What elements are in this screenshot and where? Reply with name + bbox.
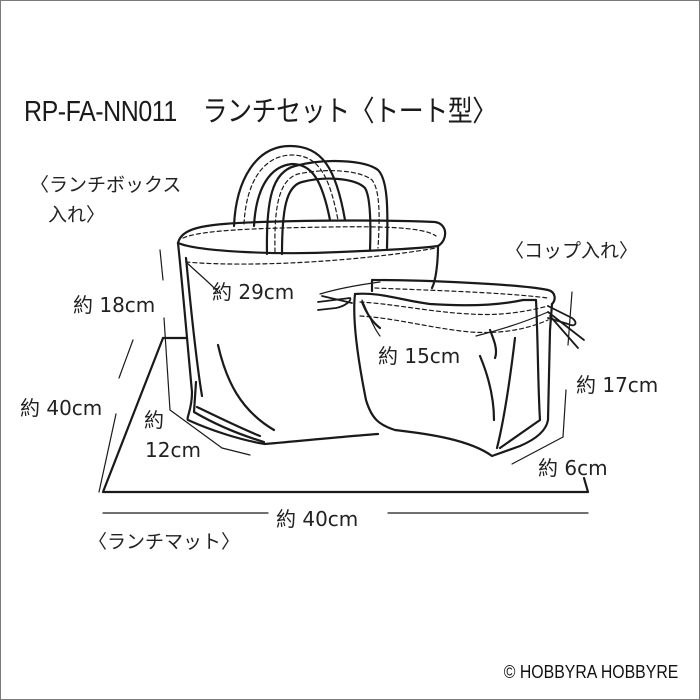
tote-body: [176, 241, 380, 446]
cup-bag-body: [353, 292, 554, 458]
copyright-notice: © HOBBYRA HOBBYRE: [503, 662, 678, 682]
lunch-box-bag-depth-line1: 約: [144, 408, 164, 432]
cup-bag-label: 〈コップ入れ〉: [505, 240, 639, 262]
tote-front-handle: [265, 159, 389, 256]
cup-bag-top: [370, 278, 556, 306]
lunch-box-bag-label-line1: 〈ランチボックス: [30, 174, 182, 196]
drawstring-left: [317, 295, 353, 311]
lunch-mat-label: 〈ランチマット〉: [88, 531, 241, 553]
lunch-box-bag-label-line2: 入れ〉: [48, 204, 106, 226]
lunch-box-bag-width: 約 29cm: [212, 280, 295, 304]
lunch-box-bag-height: 約 18cm: [73, 293, 156, 317]
lunch-box-bag-depth-line2: 12cm: [145, 438, 201, 462]
lunch-mat-width: 約 40cm: [276, 507, 359, 531]
page-title: RP-FA-NN011 ランチセット〈トート型〉: [24, 88, 497, 130]
product-code: RP-FA-NN011: [24, 96, 177, 128]
dimension-lines: [98, 249, 589, 514]
drawstring-right: [547, 305, 585, 349]
tote-back-handle: [232, 144, 347, 228]
lunch-mat-outline: [101, 336, 590, 494]
product-name: ランチセット〈トート型〉: [202, 96, 498, 128]
tote-rim: [176, 219, 447, 248]
cup-bag-width: 約 15cm: [378, 344, 461, 368]
cup-bag-depth: 約 6cm: [538, 456, 608, 480]
lunch-mat-depth: 約 40cm: [20, 396, 103, 420]
cup-bag-height: 約 17cm: [576, 373, 659, 397]
